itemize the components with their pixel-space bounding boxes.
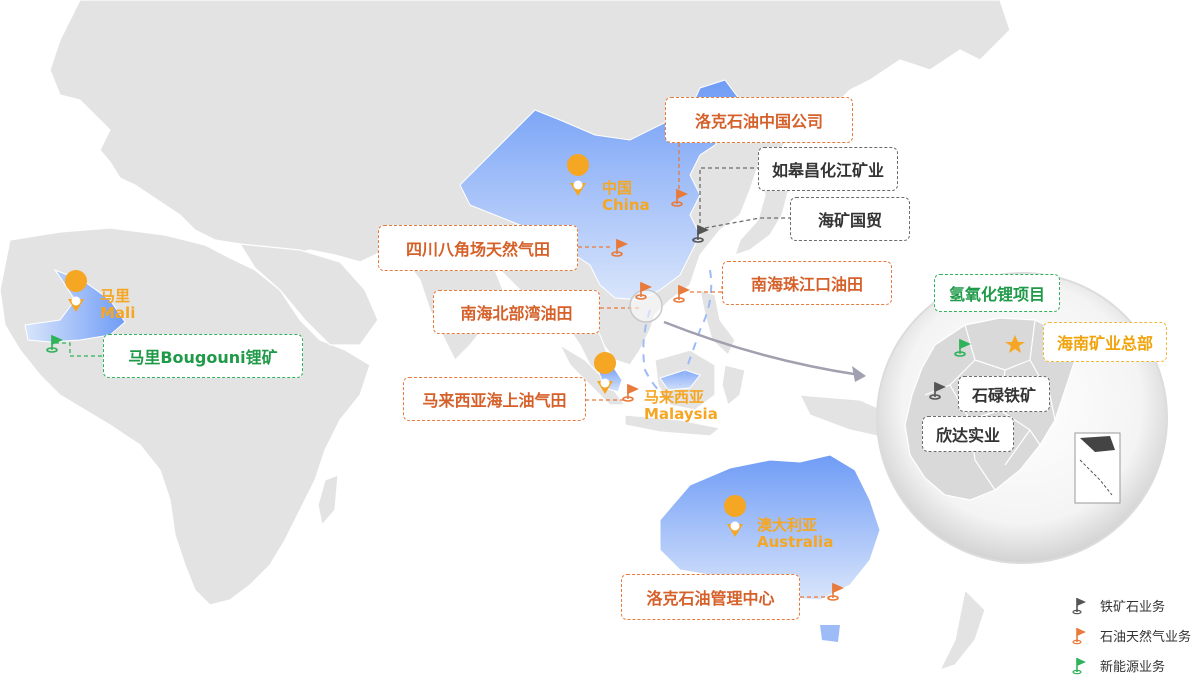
project-hainan-hq[interactable]: 海南矿业总部 (1043, 322, 1167, 362)
project-mali-bougouni[interactable]: 马里Bougouni锂矿 (103, 334, 303, 378)
country-label-malaysia: 马来西亚 Malaysia (644, 389, 718, 423)
legend-item-new-energy: 新能源业务 (1072, 650, 1191, 680)
project-nanhai-zhujiang[interactable]: 南海珠江口油田 (722, 261, 892, 305)
map-pin-icon (65, 154, 747, 537)
project-xinda[interactable]: 欣达实业 (922, 416, 1014, 452)
sumatra-land (558, 343, 627, 406)
country-name-en: Australia (757, 533, 834, 551)
legend-label: 新能源业务 (1100, 659, 1166, 675)
flag-icon (1072, 628, 1086, 645)
project-nanhai-beibu[interactable]: 南海北部湾油田 (433, 290, 600, 334)
project-lithium-hydroxide[interactable]: 氢氧化锂项目 (934, 274, 1060, 312)
new-zealand-land (938, 588, 986, 672)
java-land (624, 414, 722, 437)
flag-icon (46, 188, 971, 601)
sulawesi-land (721, 364, 746, 407)
flag-icon (1072, 598, 1086, 615)
country-label-mali: 马里 Mali (100, 288, 135, 322)
project-haikuang[interactable]: 海矿国贸 (790, 197, 910, 241)
legend-label: 石油天然气业务 (1100, 629, 1192, 645)
arabia-land (238, 243, 379, 346)
legend-label: 铁矿石业务 (1100, 599, 1166, 615)
country-name-cn: 中国 (602, 179, 633, 197)
arrow-icon (663, 320, 861, 377)
map-legend: 铁矿石业务 石油天然气业务 新能源业务 (1072, 590, 1191, 680)
country-name-en: Malaysia (644, 405, 718, 423)
country-name-en: Mali (100, 304, 136, 322)
project-luoke-china[interactable]: 洛克石油中国公司 (665, 97, 853, 143)
project-rugao[interactable]: 如皋昌化江矿业 (758, 147, 898, 191)
star-icon (1005, 335, 1025, 353)
country-name-cn: 马里 (100, 287, 131, 305)
country-name-cn: 澳大利亚 (757, 516, 818, 534)
country-label-australia: 澳大利亚 Australia (757, 517, 833, 551)
country-label-china: 中国 China (602, 180, 650, 214)
country-name-cn: 马来西亚 (644, 388, 705, 406)
project-shilu[interactable]: 石碌铁矿 (958, 376, 1050, 412)
zoom-source-circle (629, 289, 663, 323)
madagascar-land (317, 474, 339, 527)
country-name-en: China (602, 196, 650, 214)
project-luoke-mgmt[interactable]: 洛克石油管理中心 (621, 574, 800, 620)
legend-item-oil: 石油天然气业务 (1072, 620, 1191, 650)
nine-dash-line (642, 269, 713, 401)
legend-item-iron: 铁矿石业务 (1072, 590, 1191, 620)
flag-icon (1072, 658, 1086, 675)
project-malaysia-offshore[interactable]: 马来西亚海上油气田 (403, 377, 586, 421)
tasmania-highlight (820, 625, 840, 642)
project-sichuan[interactable]: 四川八角场天然气田 (378, 225, 578, 271)
